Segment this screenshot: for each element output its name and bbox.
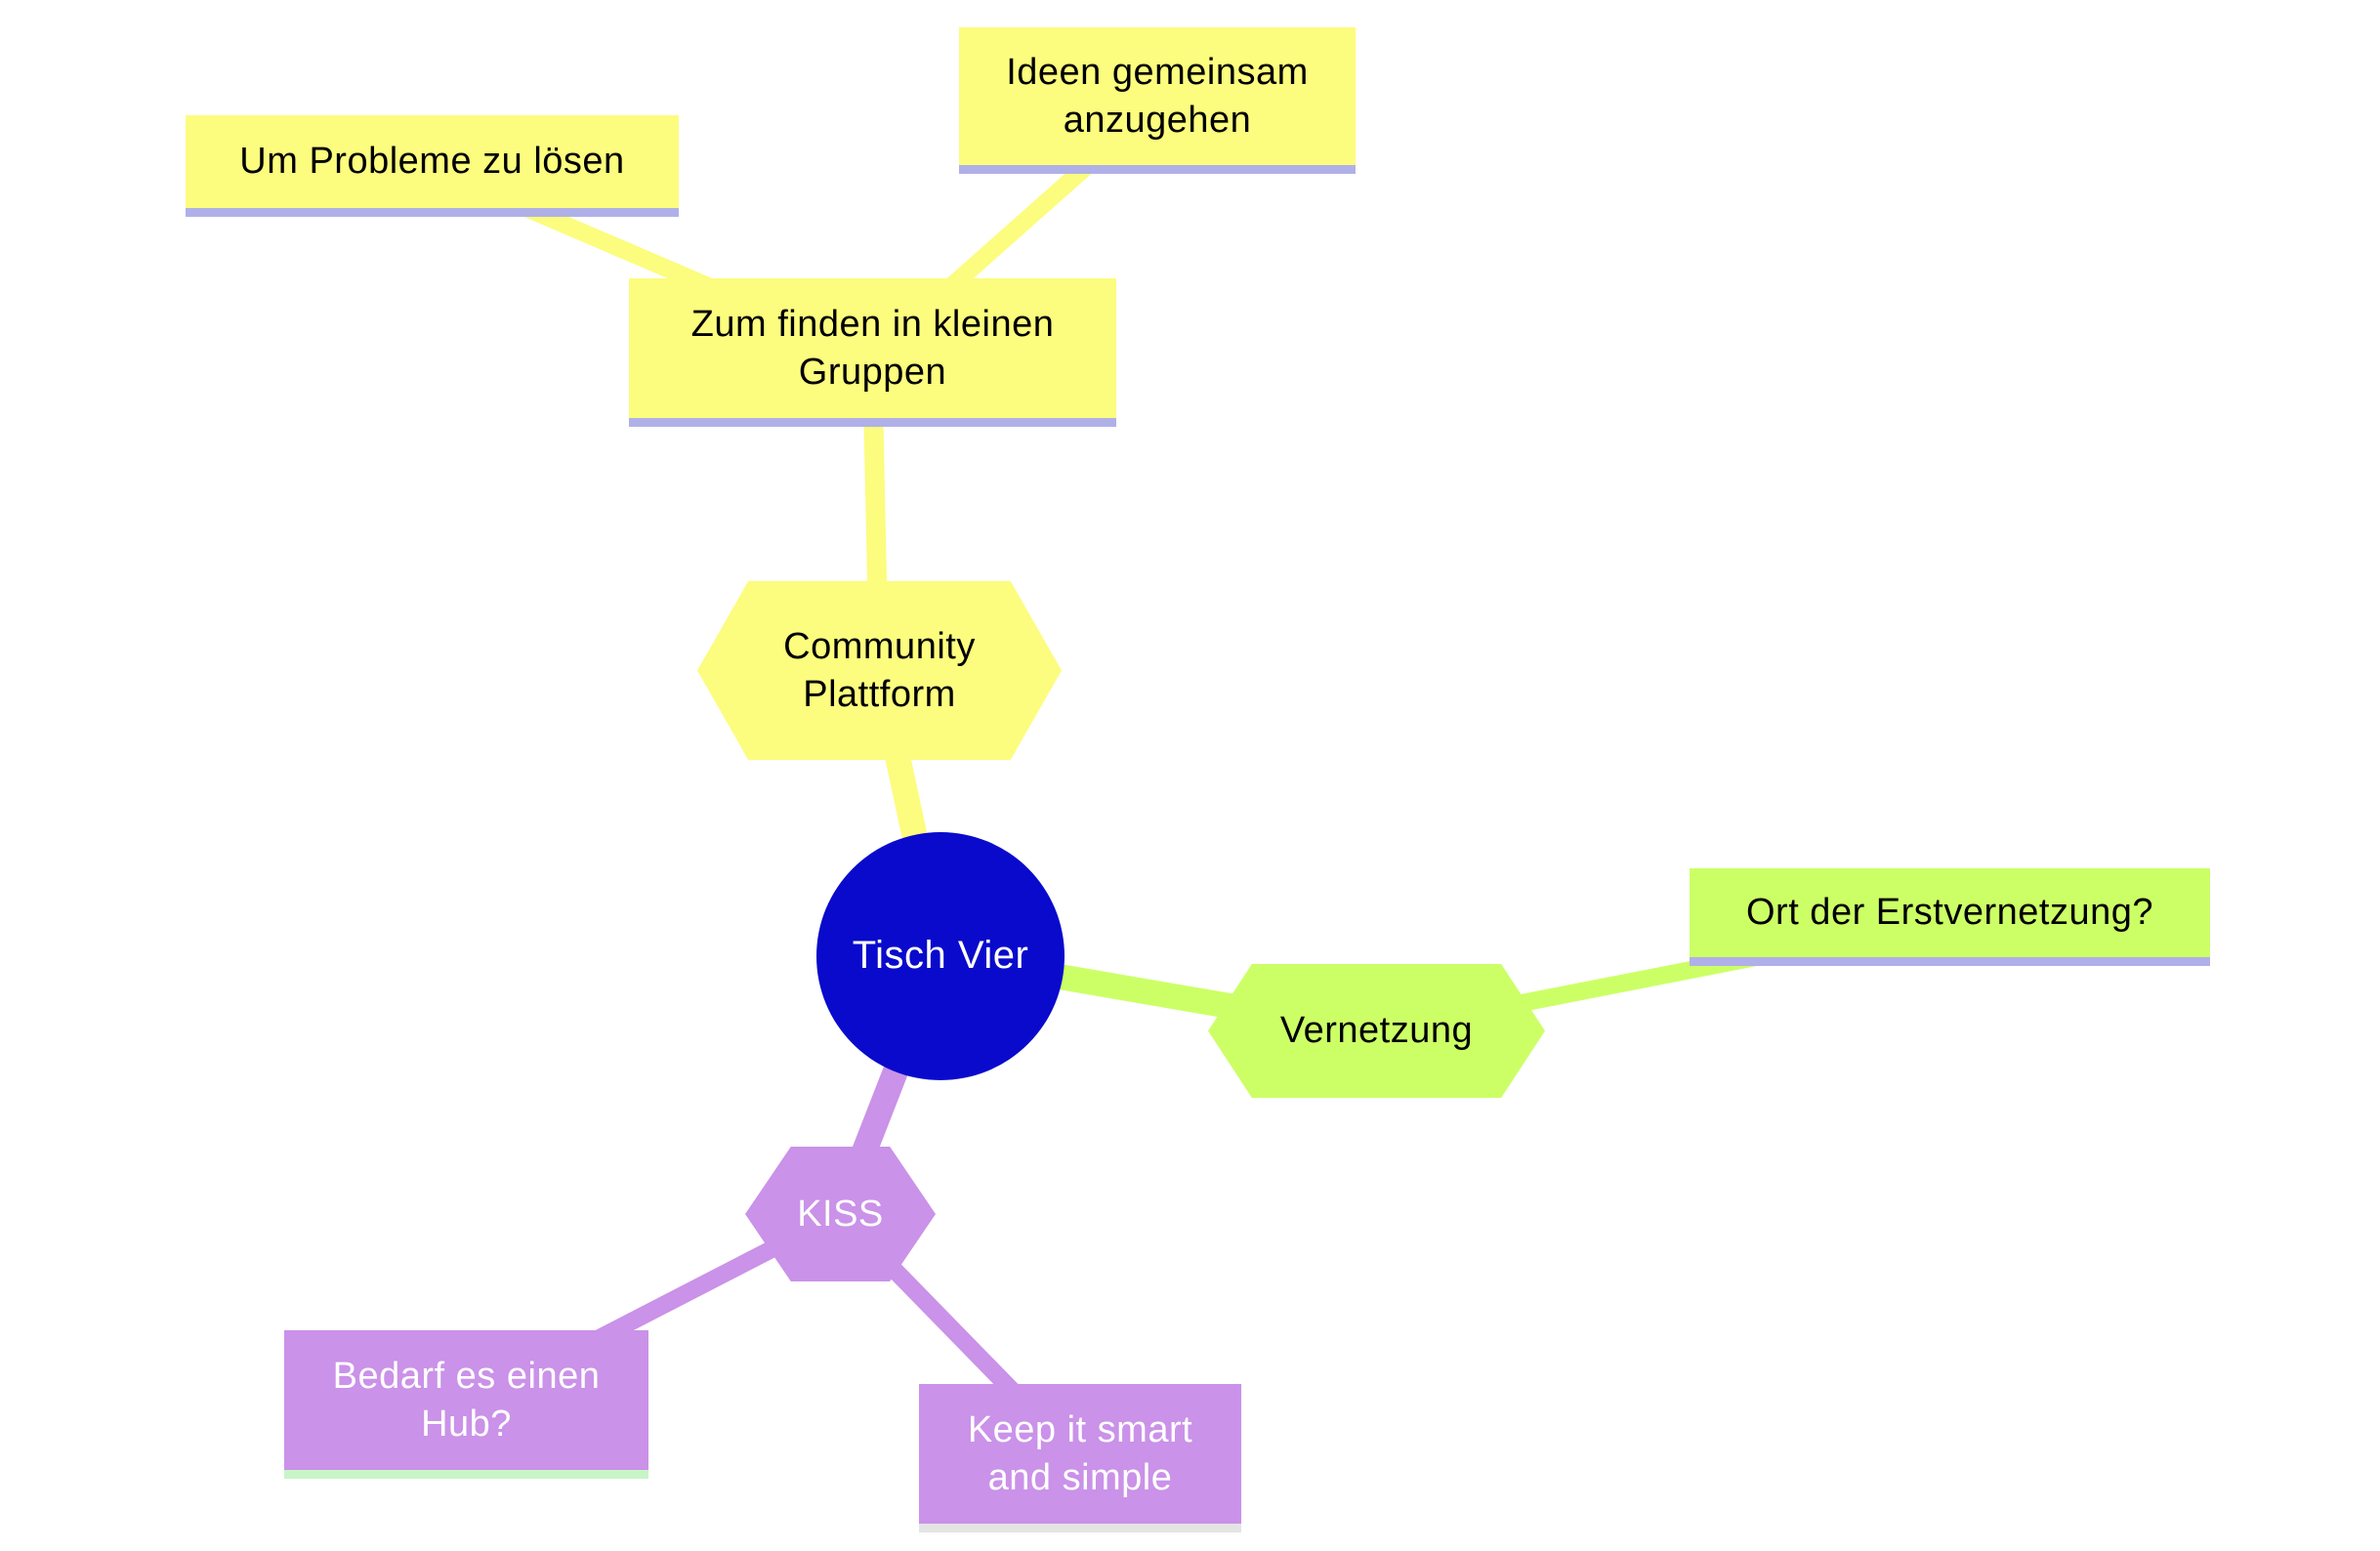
- node-community-plattform[interactable]: Community Plattform: [697, 581, 1062, 760]
- node-tisch-vier[interactable]: Tisch Vier: [816, 832, 1065, 1080]
- node-um-probleme-label: Um Probleme zu lösen: [239, 141, 625, 183]
- node-ort-erstvernetzung-label: Ort der Erstvernetzung?: [1745, 892, 2153, 934]
- node-keep-it-smart[interactable]: Keep it smart and simple: [919, 1384, 1241, 1532]
- node-um-probleme[interactable]: Um Probleme zu lösen: [186, 115, 679, 217]
- node-vernetzung-label: Vernetzung: [1279, 1010, 1474, 1052]
- node-ideen-gemeinsam-label: Ideen gemeinsam anzugehen: [1006, 51, 1309, 141]
- node-vernetzung[interactable]: Vernetzung: [1208, 964, 1545, 1098]
- node-tisch-vier-label: Tisch Vier: [852, 934, 1029, 978]
- node-ideen-gemeinsam[interactable]: Ideen gemeinsam anzugehen: [959, 27, 1356, 174]
- node-bedarf-hub-label: Bedarf es einen Hub?: [332, 1355, 601, 1445]
- node-ort-erstvernetzung[interactable]: Ort der Erstvernetzung?: [1690, 868, 2210, 966]
- node-zum-finden[interactable]: Zum finden in kleinen Gruppen: [629, 278, 1116, 427]
- node-kiss[interactable]: KISS: [745, 1147, 936, 1281]
- node-kiss-label: KISS: [797, 1193, 884, 1235]
- node-keep-it-smart-label: Keep it smart and simple: [967, 1408, 1193, 1498]
- node-zum-finden-label: Zum finden in kleinen Gruppen: [690, 303, 1055, 393]
- node-community-plattform-label: Community Plattform: [783, 625, 976, 715]
- node-bedarf-hub[interactable]: Bedarf es einen Hub?: [284, 1330, 648, 1479]
